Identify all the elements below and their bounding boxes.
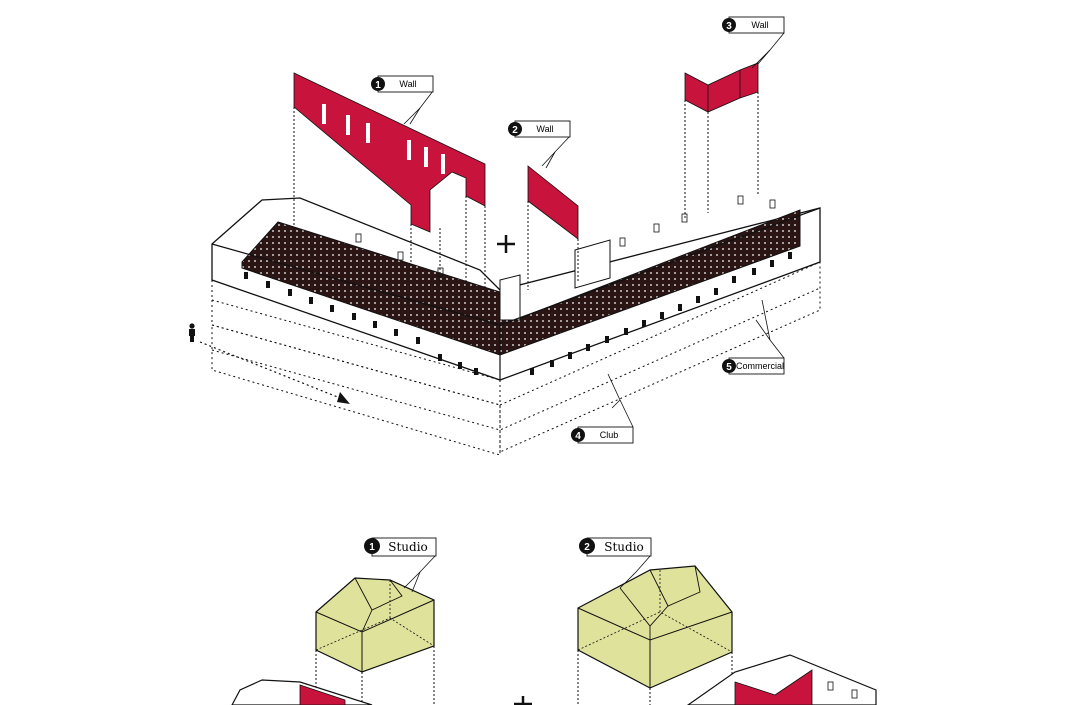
callout-1-number: 1 (375, 80, 381, 91)
callout-3: 3 Wall (722, 16, 785, 69)
studio-2-volume (577, 565, 733, 689)
studio-callout-1-label: Studio (388, 540, 428, 554)
wall-2 (527, 165, 579, 240)
callout-5-label: Commercial (736, 361, 784, 371)
callout-4: 4 Club (571, 373, 634, 444)
bottom-building-left (231, 679, 373, 705)
building-shell (211, 195, 821, 381)
callout-5: 5 Commercial (722, 299, 785, 375)
studio-callout-1-number: 1 (369, 542, 375, 553)
person-icon (189, 323, 195, 342)
projection-lines (293, 92, 759, 300)
callout-3-number: 3 (726, 21, 732, 32)
arrow-icon (199, 341, 350, 404)
studio-callout-1: 1 Studio (364, 537, 437, 593)
front-windows (244, 252, 792, 375)
callout-1: 1 Wall (371, 75, 434, 125)
plus-icon (497, 235, 515, 253)
studio-callout-2: 2 Studio (579, 537, 652, 589)
plus-icon-bottom (514, 696, 532, 705)
callout-2: 2 Wall (508, 120, 571, 169)
callout-3-label: Wall (751, 20, 768, 30)
callout-2-number: 2 (512, 125, 518, 136)
studio-1-volume (315, 577, 435, 673)
callout-2-label: Wall (536, 124, 553, 134)
bottom-building-right (686, 654, 877, 705)
studio-callout-2-label: Studio (604, 540, 644, 554)
wall-3 (684, 62, 759, 113)
callout-1-label: Wall (399, 79, 416, 89)
studio-callout-2-number: 2 (584, 542, 590, 553)
callout-5-number: 5 (726, 362, 732, 373)
wall-1 (293, 72, 486, 233)
callout-4-label: Club (600, 430, 619, 440)
callout-4-number: 4 (575, 431, 581, 442)
floor-plate (241, 209, 801, 356)
